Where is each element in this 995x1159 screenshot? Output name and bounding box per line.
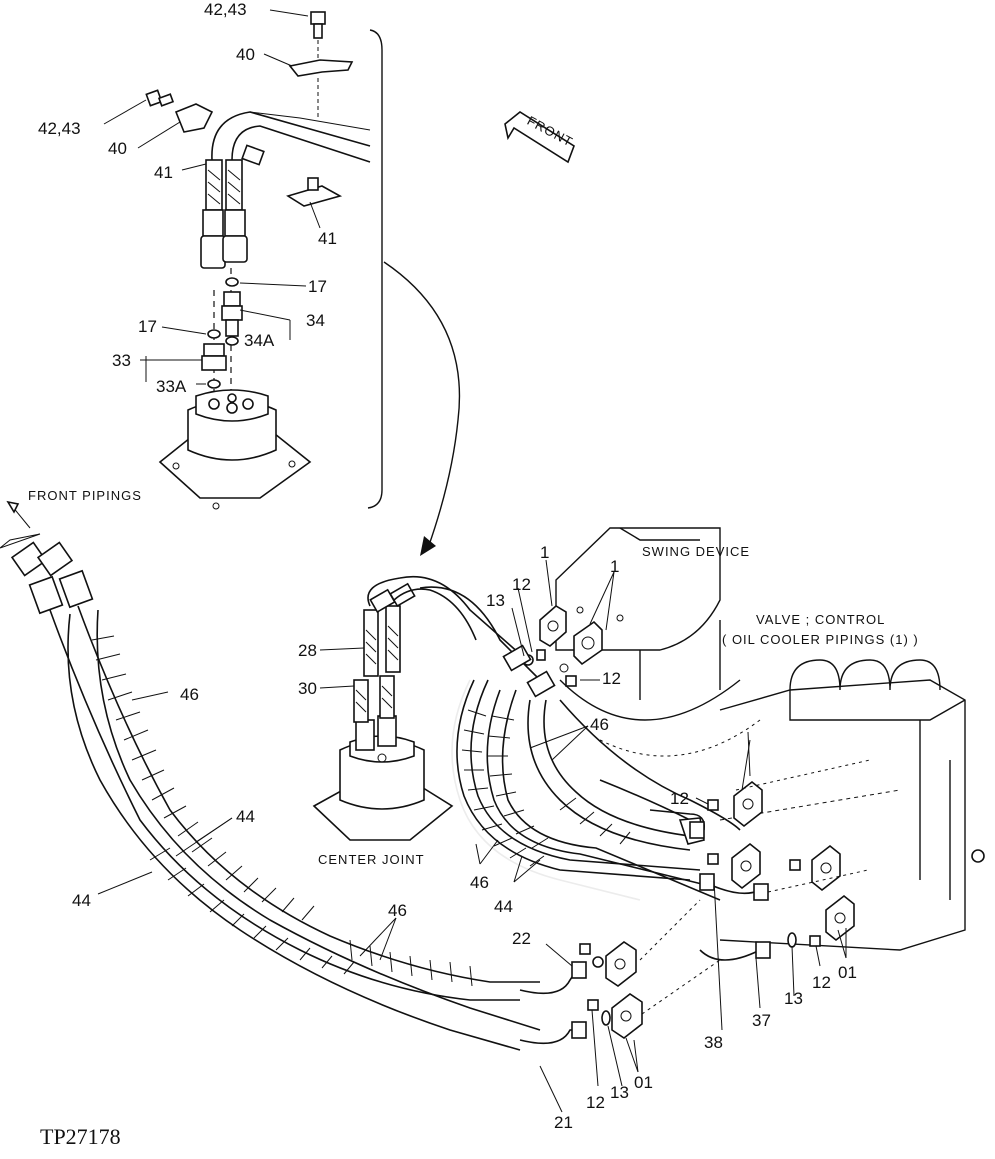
label-12-d: 12 [812, 973, 831, 992]
label-41-left: 41 [154, 163, 173, 182]
label-46-d: 46 [388, 901, 407, 920]
bolt-12-c [707, 799, 719, 811]
label-41-right: 41 [318, 229, 337, 248]
detail-arrow [383, 261, 461, 549]
label-01-a: 01 [838, 963, 857, 982]
caption-swing-device: SWING DEVICE [642, 544, 750, 559]
front-arrow: FRONT [504, 111, 576, 164]
pipe-cj-3 [419, 586, 541, 681]
front-pipings-inset: FRONT [6, 9, 576, 529]
hose-group-center [451, 679, 741, 901]
elbow-22 [519, 967, 579, 995]
label-12-c: 12 [670, 789, 689, 808]
o-ring-13-b [787, 932, 797, 948]
control-valve [719, 659, 985, 951]
o-ring-13-c [601, 1010, 611, 1026]
label-13-c: 13 [610, 1083, 629, 1102]
label-44-c: 44 [494, 897, 513, 916]
pipe-cj-2 [393, 588, 477, 641]
label-12-a: 12 [512, 575, 531, 594]
label-01-b: 01 [634, 1073, 653, 1092]
label-40-left: 40 [108, 139, 127, 158]
pipe-cj-1 [367, 575, 521, 655]
label-12-e: 12 [586, 1093, 605, 1112]
label-13-a: 13 [486, 591, 505, 610]
label-46-c: 46 [470, 873, 489, 892]
label-17-right: 17 [308, 277, 327, 296]
label-46-a: 46 [590, 715, 609, 734]
label-34: 34 [306, 311, 325, 330]
label-12-b: 12 [602, 669, 621, 688]
bolt-12-d [809, 935, 821, 947]
label-33a: 33A [156, 377, 187, 396]
caption-center-joint: CENTER JOINT [318, 852, 425, 867]
o-ring-17-upper [225, 277, 239, 287]
center-joint-inset [158, 389, 312, 510]
caption-front-pipings: FRONT PIPINGS [28, 488, 142, 503]
pipe-lower [231, 125, 371, 163]
label-13-b: 13 [784, 989, 803, 1008]
label-28: 28 [298, 641, 317, 660]
label-17-left: 17 [138, 317, 157, 336]
o-ring-34a [225, 336, 239, 346]
bolt-42-43-top [310, 11, 326, 58]
flanges-01 [605, 941, 643, 1039]
inset-bracket [367, 29, 383, 509]
flanges-valve [731, 780, 855, 942]
label-22: 22 [512, 929, 531, 948]
label-1-b: 1 [610, 557, 619, 576]
figure-id: TP27178 [40, 1124, 121, 1149]
elbow-21 [519, 1029, 578, 1045]
clamp-40-left [174, 103, 214, 133]
caption-valve-control: VALVE ; CONTROL [756, 612, 885, 627]
label-37: 37 [752, 1011, 771, 1030]
adapter-34 [221, 291, 243, 337]
swing-device [555, 527, 761, 757]
label-42-43-top: 42,43 [204, 0, 247, 19]
o-ring-33a [207, 379, 221, 389]
hose-ribbing-center [461, 709, 631, 867]
label-44-a: 44 [236, 807, 255, 826]
label-34a: 34A [244, 331, 275, 350]
label-46-b: 46 [180, 685, 199, 704]
long-hoses [0, 533, 587, 1051]
caption-oil-cooler: ( OIL COOLER PIPINGS (1) ) [722, 632, 919, 647]
bolt-42-43-left [145, 89, 175, 107]
label-40-top: 40 [236, 45, 255, 64]
label-30: 30 [298, 679, 317, 698]
hose-pair-inset [200, 144, 265, 269]
label-42-43-left: 42,43 [38, 119, 81, 138]
label-38: 38 [704, 1033, 723, 1052]
label-33: 33 [112, 351, 131, 370]
detail-arrowhead [420, 536, 436, 556]
center-joint-main [312, 582, 454, 841]
elbow-37 [699, 949, 761, 961]
label-1-a: 1 [540, 543, 549, 562]
label-44-b: 44 [72, 891, 91, 910]
flanges-1 [539, 605, 603, 666]
label-21: 21 [554, 1113, 573, 1132]
bolt-12-e [579, 943, 591, 955]
clamp-40-top [288, 59, 354, 77]
bolt-12-b [565, 675, 577, 687]
pipe-upper [211, 111, 371, 161]
o-ring-17-lower [207, 329, 221, 339]
adapter-33 [201, 343, 227, 371]
bolt-12-a [536, 649, 546, 661]
